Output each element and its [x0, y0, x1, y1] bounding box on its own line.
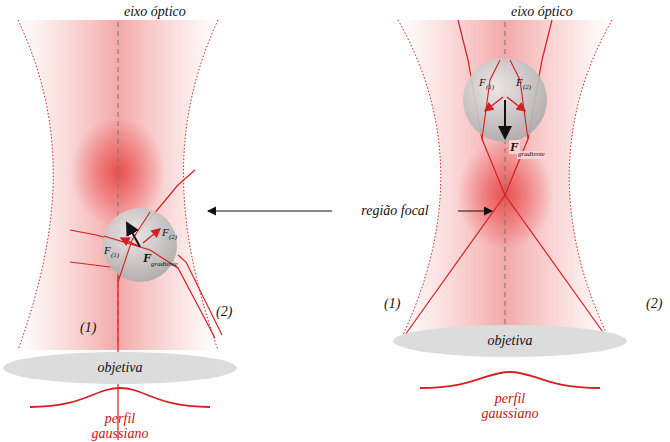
lens-label: objetiva	[484, 333, 535, 349]
profile-label: perfil gaussiano	[475, 391, 545, 422]
force-symbol: F	[162, 226, 169, 238]
ray-number: (2)	[216, 304, 232, 319]
lens-label: objetiva	[94, 360, 145, 376]
ray-number: (2)	[646, 296, 662, 311]
axis-label: eixo óptico	[511, 4, 573, 19]
force-symbol: F	[104, 244, 111, 256]
force-subscript: (1)	[486, 84, 494, 92]
profile-label: perfil gaussiano	[85, 411, 155, 442]
force-symbol: F	[516, 76, 523, 88]
force-subscript: (1)	[111, 252, 119, 260]
objective-lens: objetiva	[392, 324, 628, 358]
region-label: região focal	[358, 203, 432, 218]
force-subscript: (2)	[169, 234, 177, 242]
ray-number: (1)	[80, 320, 96, 335]
force-subscript: (2)	[523, 84, 531, 92]
ray-number: (1)	[384, 296, 400, 311]
force-symbol: F	[479, 76, 486, 88]
axis-label: eixo óptico	[124, 4, 186, 19]
force-subscript: gradiente	[517, 151, 546, 159]
force-symbol: F	[143, 251, 152, 265]
objective-lens: objetiva	[2, 351, 238, 385]
force-subscript: gradiente	[151, 261, 178, 269]
